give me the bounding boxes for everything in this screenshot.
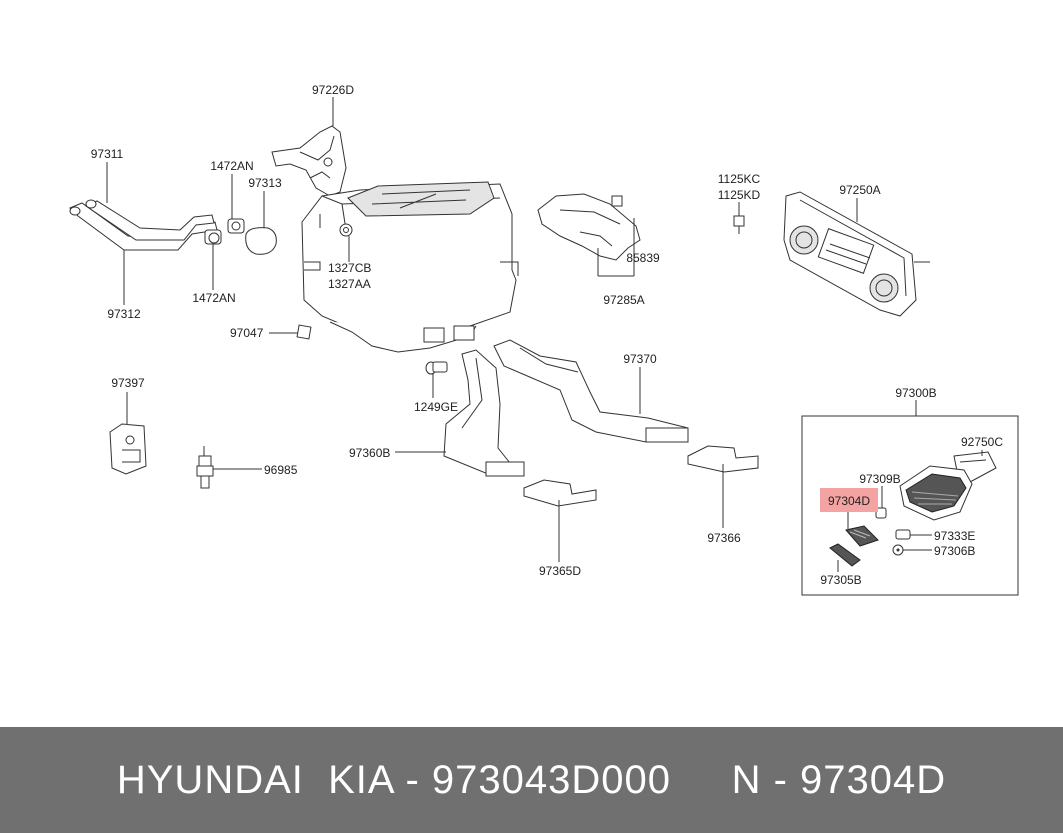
exploded-parts-diagram: 97226D 97311 1472AN 97313 1472AN 97312 1…: [69, 83, 1019, 596]
label-97300B: 97300B: [895, 386, 936, 400]
grommet-97313: [245, 227, 277, 255]
label-97397: 97397: [111, 376, 145, 390]
clamp-1472AN-bottom: [204, 229, 222, 245]
label-97313: 97313: [248, 176, 282, 190]
duct-97360B: [443, 349, 525, 477]
label-97306B: 97306B: [934, 544, 975, 558]
label-97311: 97311: [91, 147, 124, 161]
heater-unit-housing: [301, 181, 519, 353]
label-97333E: 97333E: [934, 529, 975, 543]
label-97312: 97312: [107, 307, 141, 321]
label-1125KD: 1125KD: [718, 188, 761, 202]
label-97226D: 97226D: [312, 83, 354, 97]
control-panel-97250A: [783, 191, 930, 317]
subassembly-box-97300B: [801, 415, 1019, 596]
part-number-footer: HYUNDAI KIA - 973043D000 N - 97304D: [0, 727, 1063, 833]
part-97305B: [829, 543, 861, 567]
label-97365D: 97365D: [539, 564, 581, 578]
label-97370: 97370: [623, 352, 657, 366]
label-97304D: 97304D: [828, 494, 870, 508]
duct-97365D: [523, 479, 597, 507]
bracket-97226D: [271, 125, 347, 197]
label-1472AN-top: 1472AN: [210, 159, 253, 173]
label-97360B: 97360B: [349, 446, 390, 460]
label-92750C: 92750C: [961, 435, 1003, 449]
label-1327CB: 1327CB: [328, 261, 371, 275]
label-1472AN-bottom: 1472AN: [192, 291, 235, 305]
display-module: [899, 465, 973, 521]
highlight-97304D: [820, 488, 878, 512]
label-97366: 97366: [707, 531, 741, 545]
sensor-96985: [196, 446, 214, 489]
pin-1249GE: [425, 361, 448, 375]
label-1125KC: 1125KC: [718, 172, 761, 186]
label-97047: 97047: [230, 326, 264, 340]
bracket-97285A: [537, 193, 641, 261]
label-96985: 96985: [264, 463, 298, 477]
heater-pipe-assembly: [69, 199, 218, 251]
part-97333E: [895, 529, 911, 540]
switch-97304D: [845, 525, 879, 547]
screw-1327CB: [339, 223, 353, 237]
bolt-1125KC: [733, 215, 745, 234]
duct-97366: [687, 445, 759, 473]
clip-97047: [296, 324, 312, 340]
label-97305B: 97305B: [820, 573, 861, 587]
label-1249GE: 1249GE: [414, 400, 458, 414]
knob-97309B: [875, 507, 887, 519]
footer-part-number-text: HYUNDAI KIA - 973043D000 N - 97304D: [116, 757, 947, 802]
part-97306B: [892, 544, 904, 556]
label-97250A: 97250A: [839, 183, 880, 197]
label-97309B: 97309B: [859, 472, 900, 486]
clamp-1472AN-top: [227, 218, 245, 234]
label-1327AA: 1327AA: [328, 277, 371, 291]
label-97285A: 97285A: [603, 293, 644, 307]
bracket-97397: [109, 423, 147, 475]
label-85839: 85839: [626, 251, 660, 265]
duct-97370: [493, 339, 689, 443]
